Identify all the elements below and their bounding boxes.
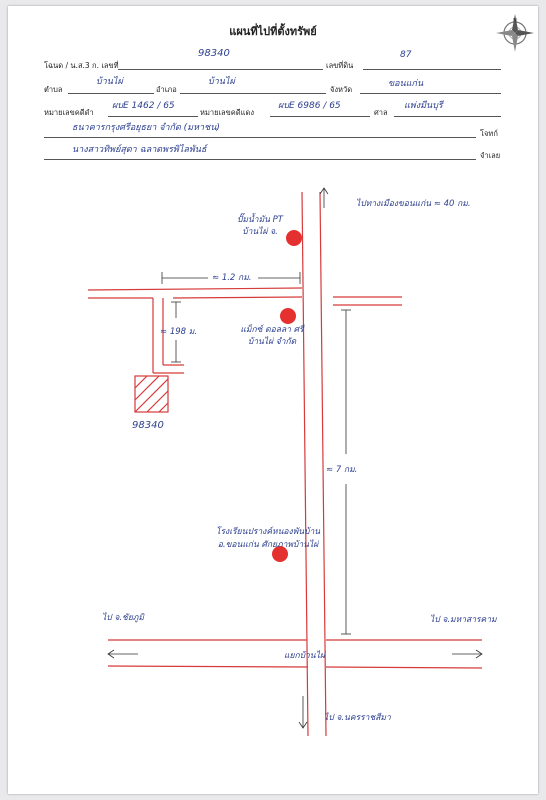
defendant-name: นางสาวทิพย์สุดา ฉลาดพรพิไลพันธ์ <box>72 145 207 155</box>
label-north-road: ไปทางเมืองขอนแก่น ≈ 40 กม. <box>356 199 471 209</box>
landmark-station-marker <box>286 230 302 246</box>
red-case-number: ผบE 1462 / 65 <box>112 101 175 111</box>
svg-text:N: N <box>513 18 517 24</box>
label-west-road: ไป จ.ชัยภูมิ <box>102 613 145 623</box>
label-horizontal-distance: ≈ 1.2 กม. <box>212 273 252 283</box>
black-case-label: หมายเลขคดีแดง <box>200 108 255 117</box>
document-page: แผนที่ไปที่ตั้งทรัพย์ N โฉนด / น.ส.3 ก. … <box>8 6 538 794</box>
label-east-road: ไป จ.มหาสารคาม <box>430 615 497 625</box>
amphoe-value: บ้านไผ่ <box>208 77 235 87</box>
deed-type-label: โฉนด / น.ส.3 ก. เลขที่ <box>44 61 119 70</box>
deed-number: 98340 <box>198 48 230 59</box>
landmark-school-marker <box>272 546 288 562</box>
label-plot-number: 98340 <box>132 420 164 431</box>
label-vertical-distance: ≈ 7 กม. <box>326 465 358 475</box>
tambon-value: บ้านไผ่ <box>96 77 123 87</box>
label-gas-station: ปั๊มน้ำมัน PT บ้านไผ่ จ. <box>236 215 283 237</box>
province-value: ขอนแก่น <box>388 79 424 89</box>
plaintiff-name: ธนาคารกรุงศรีอยุธยา จำกัด (มหาชน) <box>72 123 220 133</box>
court-value: แพ่งมีนบุรี <box>404 101 443 111</box>
label-school: โรงเรียนปรางค์หนองพันบ้าน อ.ขอนแก่น ศักย… <box>215 527 321 550</box>
land-no: 87 <box>400 50 412 60</box>
label-junction: แยกบ้านไผ่ <box>284 651 325 661</box>
court-label: ศาล <box>374 108 388 117</box>
property-plot <box>134 375 169 413</box>
location-map <box>87 187 483 737</box>
compass-rose-icon: N <box>496 14 534 52</box>
label-lane-distance: ≈ 198 ม. <box>160 327 198 337</box>
main-road-right-edge <box>319 191 327 737</box>
page-title: แผนที่ไปที่ตั้งทรัพย์ <box>229 25 317 38</box>
bottom-road-bottom-edge <box>107 665 309 668</box>
red-case-label: หมายเลขคดีดำ <box>44 108 94 117</box>
main-road-left-edge <box>301 191 309 737</box>
landmark-shop-marker <box>280 308 296 324</box>
defendant-label: จำเลย <box>480 151 501 160</box>
label-shop: แม็กซ์ ดอลลา ศรีบ้านไผ่ จำกัด <box>240 325 304 347</box>
label-south-road: ไป จ.นครราชสีมา <box>324 713 391 723</box>
province-label: จังหวัด <box>330 85 353 94</box>
land-no-label: เลขที่ดิน <box>326 61 354 70</box>
cross-road-top-edge <box>87 287 303 291</box>
tambon-label: ตำบล <box>44 85 63 94</box>
amphoe-label: อำเภอ <box>156 85 177 94</box>
plaintiff-label: โจทก์ <box>480 129 498 138</box>
black-case-number: ผบE 6986 / 65 <box>278 101 341 111</box>
